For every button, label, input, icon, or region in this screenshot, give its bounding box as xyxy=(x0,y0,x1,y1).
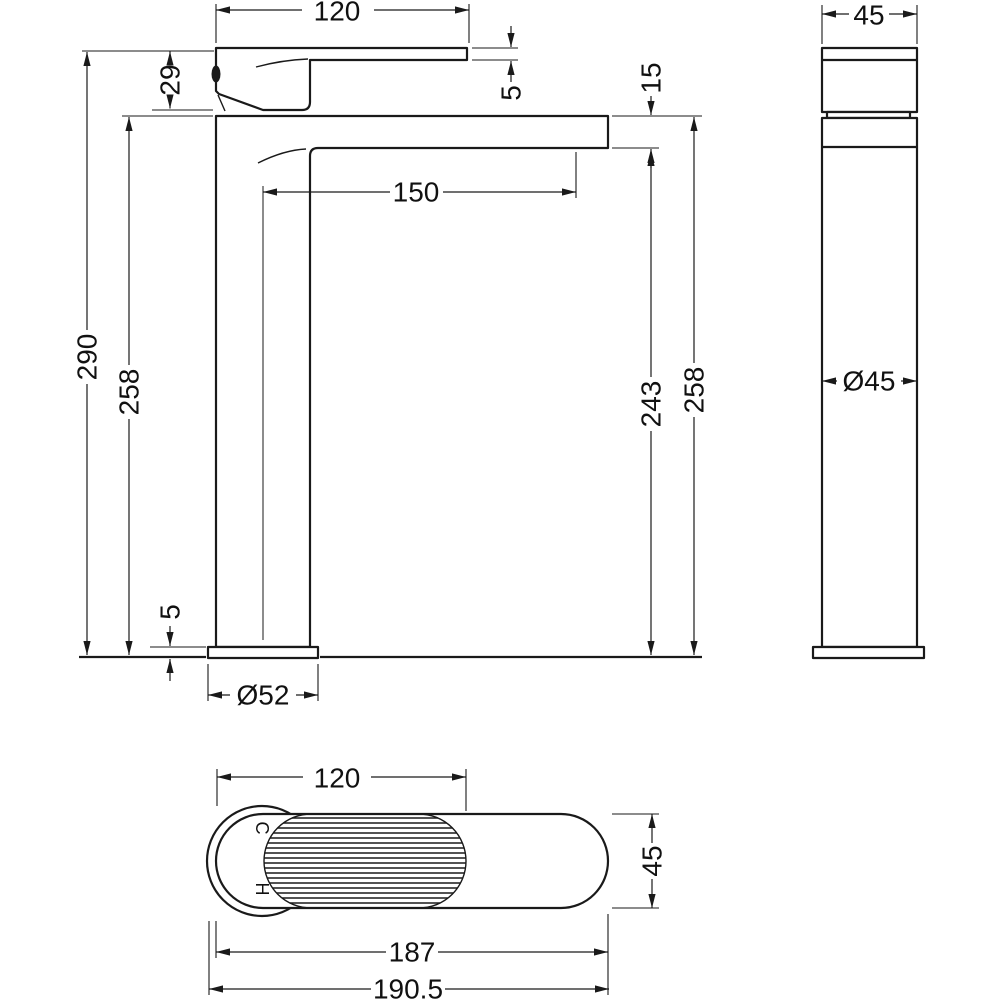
dim-body-diameter-side: Ø45 xyxy=(822,366,917,397)
dim-label-body-length-plan: 187 xyxy=(389,937,436,968)
dim-handle-length-front: 120 xyxy=(215,0,470,43)
dim-body-width-plan: 45 xyxy=(612,813,668,909)
dim-body-length-plan: 187 xyxy=(215,914,609,995)
dim-label-base-thickness: 5 xyxy=(155,604,186,620)
dim-label-body-width-plan: 45 xyxy=(637,845,668,876)
base-plate xyxy=(206,645,320,660)
dim-base-thickness: 5 xyxy=(150,604,206,681)
handle-button xyxy=(211,65,221,83)
dim-label-spout-thickness: 15 xyxy=(636,62,667,93)
handle-ridges-hatch xyxy=(264,817,466,904)
dim-overall-height: 290 xyxy=(72,52,103,655)
dim-label-spout-underside-height: 243 xyxy=(636,381,667,428)
dim-handle-width-side: 45 xyxy=(821,0,918,44)
handle-rear-edge xyxy=(217,94,226,112)
dim-overall-length-plan: 190.5 xyxy=(208,921,609,1000)
faucet-handle-outline xyxy=(214,46,469,112)
dim-label-spout-reach: 150 xyxy=(393,177,440,208)
hot-indicator-label: H xyxy=(252,883,272,896)
dim-handle-height: 29 xyxy=(82,50,214,111)
side-base-plate xyxy=(811,645,926,660)
dim-label-overall-length-plan: 190.5 xyxy=(373,974,443,1000)
faucet-body-outline xyxy=(214,114,610,649)
side-handle-outline xyxy=(820,46,919,114)
dim-label-handle-length-front: 120 xyxy=(314,0,361,27)
dim-label-spout-top-height-right: 258 xyxy=(679,367,710,414)
dim-base-diameter: Ø52 xyxy=(207,664,319,711)
spout-transition-curve xyxy=(257,148,307,164)
dim-label-handle-tip-thickness: 5 xyxy=(496,85,527,101)
cold-indicator-label: C xyxy=(252,822,272,835)
side-view: 45 Ø45 xyxy=(811,0,926,660)
side-body-outline xyxy=(820,116,919,649)
front-view: 120 5 29 290 258 xyxy=(72,0,710,711)
dim-spout-reach: 150 xyxy=(262,152,577,640)
dim-handle-length-plan: 120 xyxy=(216,763,467,811)
plan-view: C H 120 45 187 190.5 xyxy=(205,763,668,1000)
dim-label-handle-width-side: 45 xyxy=(853,0,884,31)
dim-spout-thickness: 15 xyxy=(612,62,702,168)
dim-label-overall-height: 290 xyxy=(72,334,103,381)
dim-handle-tip-thickness: 5 xyxy=(472,26,527,101)
handle-transition-curve xyxy=(255,58,309,68)
dim-label-handle-length-plan: 120 xyxy=(314,763,361,794)
dim-label-body-diameter-side: Ø45 xyxy=(843,366,896,397)
dim-label-handle-height: 29 xyxy=(155,64,186,95)
dim-spout-top-height-right: 258 xyxy=(679,117,710,655)
dim-label-base-diameter: Ø52 xyxy=(237,680,290,711)
dim-label-spout-top-height-left: 258 xyxy=(114,369,145,416)
dim-spout-top-height-left: 258 xyxy=(114,115,213,655)
dim-spout-underside-height: 243 xyxy=(636,152,667,655)
